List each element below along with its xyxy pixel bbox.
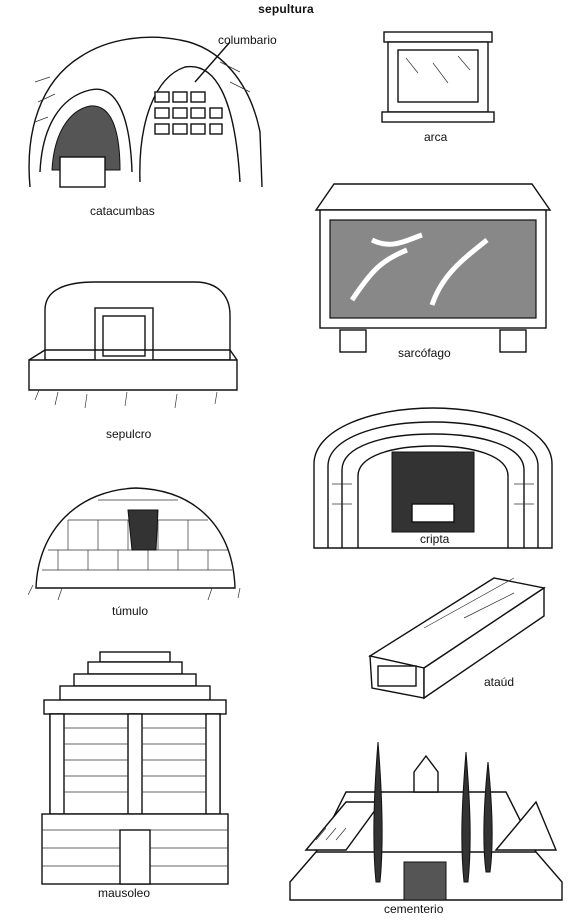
ataud-illustration	[364, 568, 554, 708]
tumulo-illustration	[28, 470, 243, 605]
sarcofago-illustration	[312, 180, 554, 360]
mausoleo-illustration	[40, 650, 230, 890]
page-title: sepultura	[258, 2, 314, 16]
sepulcro-illustration	[25, 270, 247, 420]
cementerio-label: cementerio	[384, 902, 444, 916]
sarcofago-label: sarcófago	[398, 346, 451, 360]
tumulo-label: túmulo	[112, 604, 149, 618]
arca-label: arca	[424, 130, 448, 144]
mausoleo-label: mausoleo	[98, 886, 151, 900]
ataud-label: ataúd	[484, 675, 515, 689]
sepulcro-label: sepulcro	[106, 427, 152, 441]
catacumbas-illustration	[20, 22, 270, 197]
cripta-illustration	[312, 404, 554, 550]
arca-illustration	[378, 28, 498, 128]
catacumbas-label: catacumbas	[90, 204, 155, 218]
columbario-callout: columbario	[218, 33, 277, 47]
cripta-label: cripta	[420, 532, 450, 546]
cementerio-illustration	[286, 732, 566, 904]
